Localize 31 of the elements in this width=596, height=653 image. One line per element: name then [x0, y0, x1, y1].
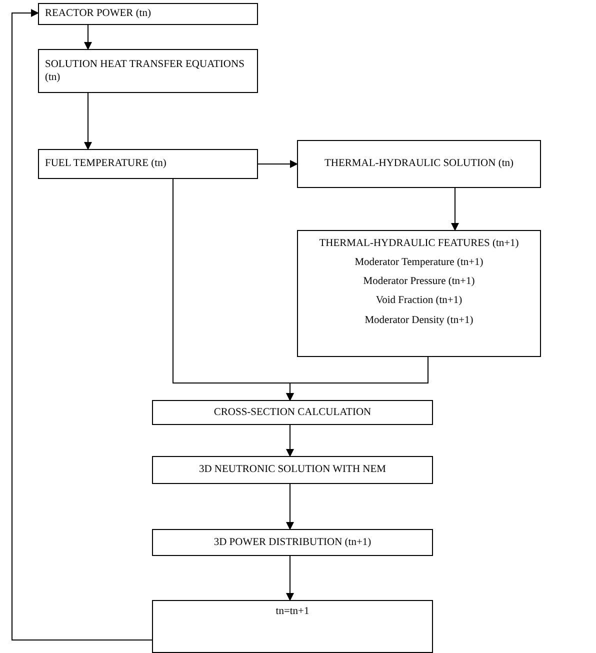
- box-label: SOLUTION HEAT TRANSFER EQUATIONS (tn): [45, 58, 246, 84]
- list-item: Moderator Temperature (tn+1): [354, 256, 484, 270]
- arrow: [84, 24, 92, 50]
- arrow: [286, 356, 428, 401]
- process-box: [297, 230, 541, 357]
- process-box: [152, 600, 433, 653]
- box-label: 3D NEUTRONIC SOLUTION WITH NEM: [198, 463, 386, 477]
- process-box: [297, 140, 541, 188]
- list-item: Moderator Pressure (tn+1): [363, 275, 475, 288]
- arrow: [258, 160, 298, 168]
- box-label: 3D POWER DISTRIBUTION (tn+1): [214, 536, 372, 550]
- process-box: [152, 529, 433, 556]
- arrow: [286, 556, 294, 601]
- box-label: THERMAL-HYDRAULIC FEATURES (tn+1): [319, 237, 519, 250]
- arrow: [12, 9, 152, 640]
- box-label: THERMAL-HYDRAULIC SOLUTION (tn): [324, 157, 514, 171]
- process-box: [38, 149, 258, 179]
- box-label: CROSS-SECTION CALCULATION: [214, 406, 372, 420]
- process-box: [38, 3, 258, 25]
- box-label: tn=tn+1: [276, 605, 310, 618]
- box-label: FUEL TEMPERATURE (tn): [45, 157, 166, 171]
- process-box: [152, 456, 433, 484]
- process-box: [152, 400, 433, 425]
- arrow: [286, 484, 294, 530]
- arrow: [451, 188, 459, 231]
- process-box: [38, 49, 258, 93]
- list-item: Moderator Density (tn+1): [364, 314, 474, 327]
- arrow: [84, 92, 92, 150]
- list-item: Void Fraction (tn+1): [376, 294, 462, 308]
- box-label: REACTOR POWER (tn): [45, 7, 151, 21]
- arrow: [286, 424, 294, 457]
